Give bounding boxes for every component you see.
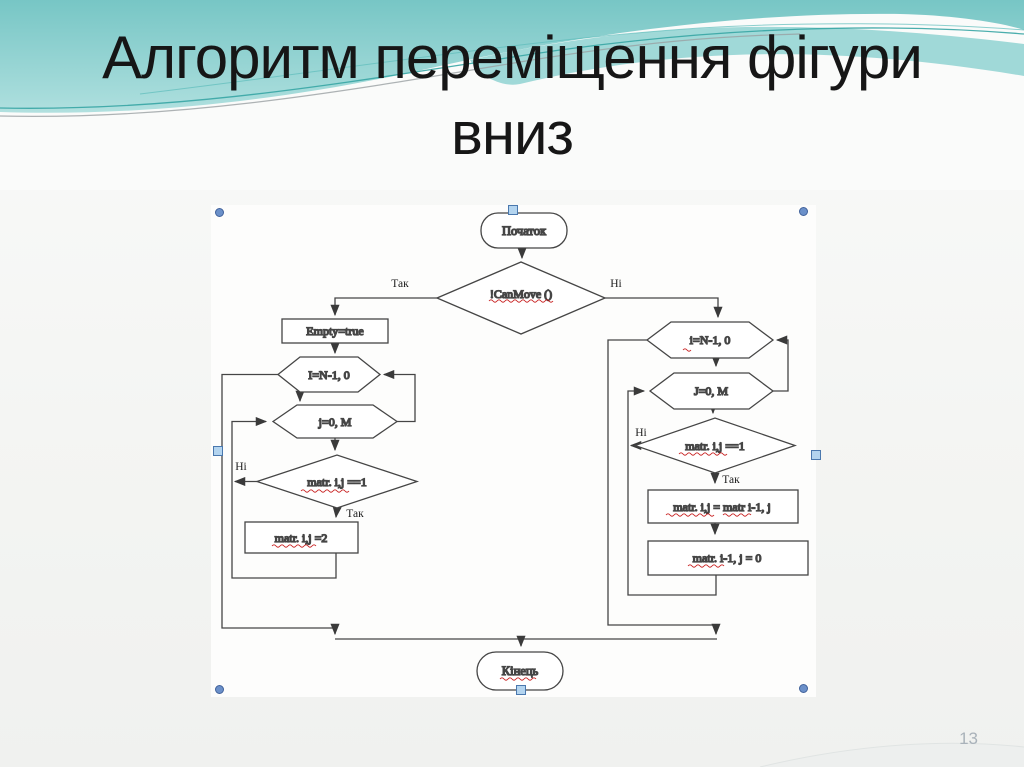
connector-yes-branch — [330, 297, 437, 317]
node-loop-inner-right-label: J=0, M — [694, 384, 728, 398]
node-end: Кінець — [476, 651, 564, 691]
node-decision-canmove-label: !CanMove () — [490, 287, 552, 301]
connector-right-loopback — [627, 386, 717, 596]
selection-handle-bottom-right[interactable] — [799, 684, 808, 693]
connector-cond-to-assign — [332, 506, 342, 519]
branch-label-no-left: Ні — [235, 461, 247, 473]
node-assign-clear-right-label: matr. i-1, j = 0 — [693, 551, 762, 565]
slide-title: Алгоритм переміщення фігури вниз — [0, 20, 1024, 172]
node-assign-empty-label: Empty=true — [306, 324, 363, 338]
flow-connectors — [221, 247, 789, 648]
node-condition-left: matr. i,j ==1 — [254, 454, 420, 509]
selection-handle-top-right[interactable] — [799, 207, 808, 216]
connector-left-outer-exit — [221, 373, 340, 636]
node-loop-outer-left-label: I=N-1, 0 — [308, 368, 349, 382]
node-assign-copy-right-label: matr. i,j = matr i-1, j — [673, 500, 770, 514]
selection-handle-right-middle[interactable] — [811, 450, 821, 460]
node-assign-left: matr. i,j =2 — [244, 521, 359, 554]
node-loop-outer-right: i=N-1, 0 — [645, 321, 775, 359]
slide-title-line1: Алгоритм переміщення фігури — [102, 24, 923, 91]
connector-no-branch — [605, 297, 723, 319]
connector-left-loopback — [231, 416, 337, 579]
slide-title-line2: вниз — [450, 100, 574, 167]
node-decision-canmove: !CanMove () — [435, 261, 607, 335]
node-loop-inner-left: j=0, M — [271, 404, 399, 439]
header-wave-decoration — [0, 0, 1024, 190]
node-assign-clear-right: matr. i-1, j = 0 — [647, 540, 809, 576]
branch-label-no: Ні — [610, 278, 622, 290]
flowchart-diagram: Початок !CanMove () Так Ні Empty=true I=… — [221, 212, 809, 691]
selection-handle-left-middle[interactable] — [213, 446, 223, 456]
connector-right-inner-exit — [773, 335, 789, 392]
page-number: 13 — [959, 729, 978, 748]
connector-left-inner-exit — [382, 369, 416, 423]
node-start: Початок — [480, 212, 568, 249]
spellcheck-squiggles — [271, 299, 752, 681]
node-loop-inner-right: J=0, M — [648, 372, 775, 410]
connector-right-outer-exit — [607, 339, 721, 636]
branch-label-yes-left: Так — [346, 508, 364, 520]
node-condition-left-label: matr. i,j ==1 — [307, 475, 367, 489]
selection-handle-top-left[interactable] — [215, 208, 224, 217]
selection-handle-top-center[interactable] — [508, 205, 518, 215]
node-loop-outer-right-label: i=N-1, 0 — [690, 333, 731, 347]
branch-label-yes: Так — [391, 278, 409, 290]
node-condition-right: matr. i,j ==1 — [633, 417, 797, 474]
flowchart-image[interactable]: Початок !CanMove () Так Ні Empty=true I=… — [211, 205, 816, 697]
node-assign-left-label: matr. i,j =2 — [275, 531, 328, 545]
selection-handle-bottom-left[interactable] — [215, 685, 224, 694]
node-assign-copy-right: matr. i,j = matr i-1, j — [647, 489, 799, 524]
branch-label-no-right: Ні — [635, 427, 647, 439]
selection-handle-bottom-center[interactable] — [516, 685, 526, 695]
node-start-label: Початок — [502, 224, 547, 238]
node-assign-empty: Empty=true — [281, 318, 389, 344]
branch-label-yes-right: Так — [722, 474, 740, 486]
node-loop-inner-left-label: j=0, M — [318, 415, 352, 429]
node-loop-outer-left: I=N-1, 0 — [276, 356, 382, 393]
node-condition-right-label: matr. i,j ==1 — [685, 439, 745, 453]
footer-wave-decoration — [759, 742, 1024, 767]
node-end-label: Кінець — [502, 664, 539, 678]
